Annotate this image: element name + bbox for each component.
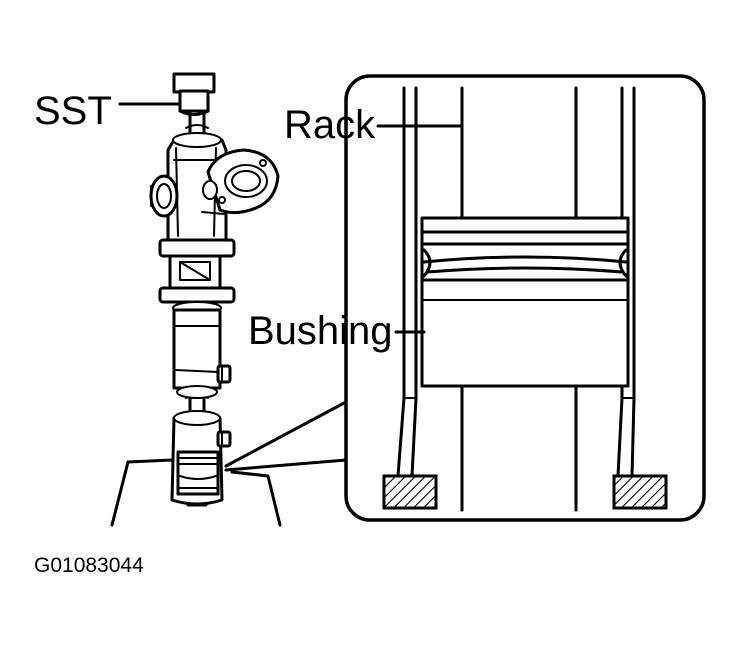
sst-tool bbox=[172, 72, 216, 116]
detail-frame bbox=[344, 74, 706, 522]
cylinder-tube bbox=[172, 308, 232, 399]
bushing-detail bbox=[420, 216, 630, 512]
label-sst-group: SST bbox=[34, 89, 182, 133]
support-block-left bbox=[382, 474, 438, 510]
valve-housing bbox=[149, 132, 280, 242]
detail-view bbox=[224, 74, 706, 522]
label-rack: Rack bbox=[284, 103, 376, 147]
label-sst: SST bbox=[34, 89, 112, 133]
support-block-right bbox=[612, 474, 668, 510]
label-rack-group: Rack bbox=[284, 103, 464, 147]
support-stand bbox=[110, 458, 282, 527]
mounting-bracket bbox=[158, 238, 236, 315]
gear-housing-assembly bbox=[110, 72, 282, 527]
housing-wall-right bbox=[616, 86, 636, 478]
figure-code: G01083044 bbox=[34, 554, 144, 577]
bushing-housing bbox=[170, 410, 232, 506]
label-bushing: Bushing bbox=[248, 309, 393, 353]
label-bushing-group: Bushing bbox=[248, 309, 426, 353]
housing-wall-left bbox=[396, 86, 418, 478]
callout-lines bbox=[224, 400, 348, 472]
